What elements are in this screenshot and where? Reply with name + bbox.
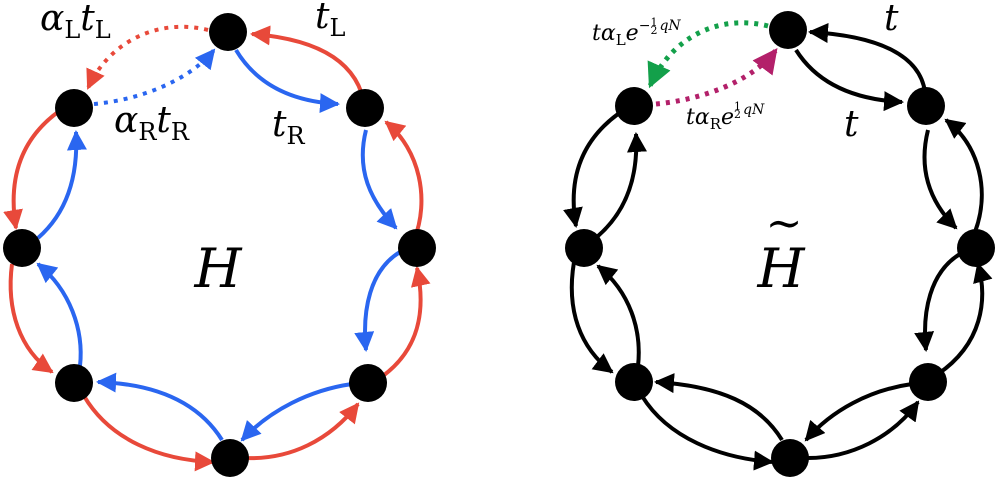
right-center-tilde: ~ xyxy=(766,198,803,249)
left-ring: H tL tR αLtL αRtR xyxy=(3,0,436,477)
label-tL: tL xyxy=(315,0,345,42)
left-hop-ccw-4 xyxy=(244,402,360,461)
right-label-t-top: t xyxy=(884,0,899,39)
right-hop-ccw-6 xyxy=(569,261,614,374)
left-node-3 xyxy=(349,364,387,402)
right-node-5 xyxy=(615,363,653,401)
left-node-7 xyxy=(55,89,93,127)
left-hop-cw-2 xyxy=(360,129,398,230)
right-hop-cw-1 xyxy=(794,48,904,112)
left-hop-ccw-3 xyxy=(378,266,431,380)
right-hop-ccw-1 xyxy=(808,23,927,93)
left-hop-ccw-5 xyxy=(82,394,215,472)
left-node-4 xyxy=(211,439,249,477)
left-boundary-hop-right xyxy=(93,48,216,106)
label-alphaL-tL: αLtL xyxy=(40,0,111,44)
left-center-label: H xyxy=(193,237,242,300)
right-hop-ccw-7 xyxy=(563,112,620,228)
right-hop-ccw-5 xyxy=(640,394,774,471)
right-node-2 xyxy=(957,229,995,267)
right-boundary-hop-left xyxy=(647,20,769,89)
right-label-t-right: t xyxy=(844,104,859,145)
right-hop-cw-6 xyxy=(596,264,641,367)
left-hop-cw-3 xyxy=(354,250,402,352)
left-hop-ccw-7 xyxy=(3,110,60,230)
right-node-3 xyxy=(909,363,947,401)
left-node-6 xyxy=(3,229,41,267)
right-hop-cw-7 xyxy=(596,132,647,238)
left-hop-cw-7 xyxy=(36,130,87,240)
right-hop-cw-5 xyxy=(654,373,784,442)
label-tR: tR xyxy=(272,104,305,150)
right-node-6 xyxy=(565,229,603,267)
right-hop-cw-4 xyxy=(804,382,913,442)
right-node-1 xyxy=(907,87,945,125)
right-hop-cw-3 xyxy=(914,252,962,352)
right-hop-cw-2 xyxy=(922,129,958,230)
left-hop-ccw-1 xyxy=(250,25,367,109)
right-hop-ccw-2 xyxy=(944,118,984,233)
right-node-7 xyxy=(615,87,653,125)
left-hop-ccw-6 xyxy=(8,263,54,374)
left-node-1 xyxy=(346,89,384,127)
left-node-5 xyxy=(55,364,93,402)
right-center-label: H xyxy=(756,237,805,300)
left-hop-cw-1 xyxy=(234,48,340,114)
right-boundary-hop-right xyxy=(655,48,778,107)
label-alphaR-tR: αRtR xyxy=(114,100,190,146)
left-hop-cw-4 xyxy=(240,382,353,442)
left-node-0 xyxy=(209,13,247,51)
left-hop-cw-6 xyxy=(36,262,83,367)
right-hop-ccw-3 xyxy=(936,262,993,376)
left-hop-cw-5 xyxy=(96,372,224,442)
left-boundary-hop-left xyxy=(86,24,209,90)
left-node-2 xyxy=(398,229,436,267)
right-node-0 xyxy=(769,11,807,49)
right-hop-ccw-4 xyxy=(807,400,920,460)
right-node-4 xyxy=(771,439,809,477)
left-hop-ccw-2 xyxy=(384,120,424,241)
